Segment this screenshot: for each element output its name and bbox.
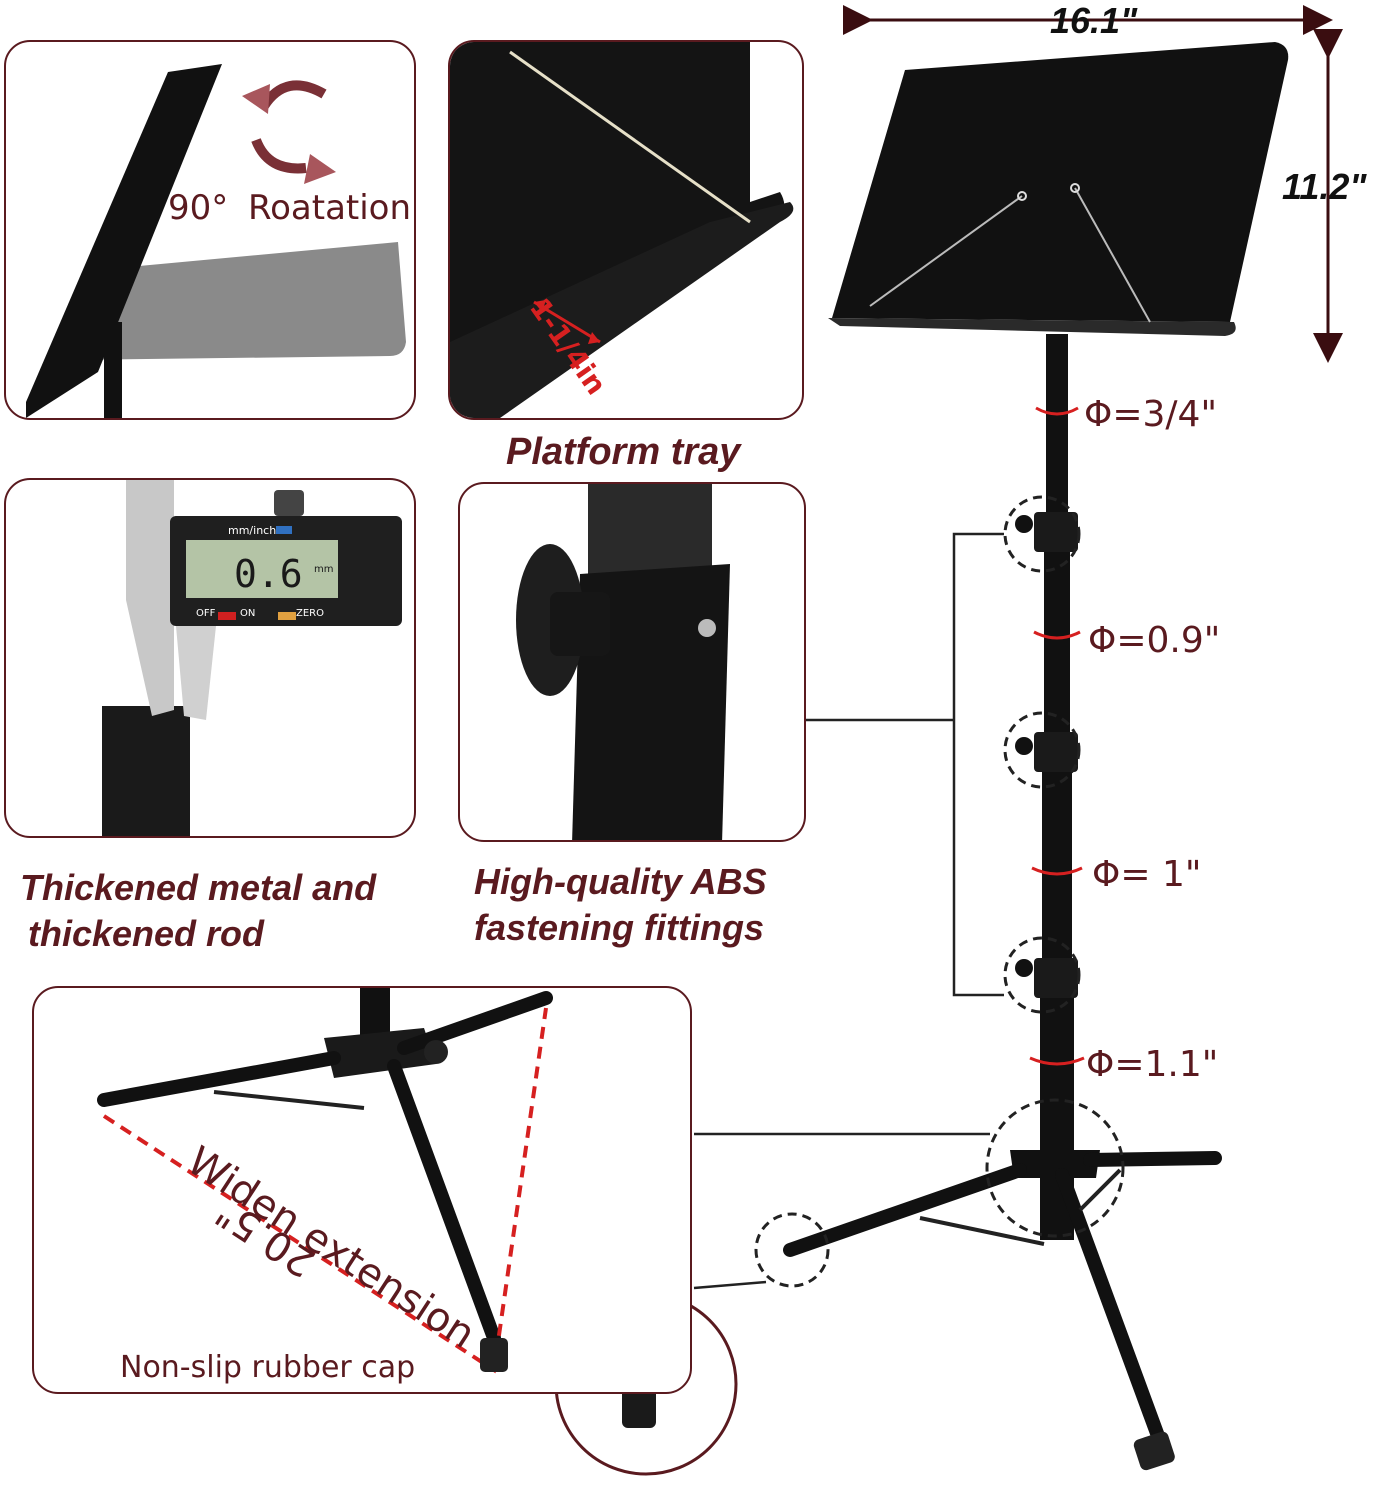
tray-illustration: [450, 42, 794, 418]
rotation-degrees: 90°: [168, 188, 229, 228]
diameter-label-4: Φ=1.1": [1086, 1044, 1219, 1085]
fitting-caption-line1: High-quality ABS: [474, 861, 767, 902]
height-dimension: 11.2": [1282, 166, 1367, 207]
caliper-reading-unit: mm: [314, 564, 334, 575]
caliper-off-label: OFF: [196, 608, 216, 619]
width-dimension: 16.1": [1050, 0, 1138, 41]
base-panel: Widen extension 20.5" Non-slip rubber ca…: [32, 986, 692, 1394]
rotation-illustration: [26, 64, 406, 418]
fitting-panel: [458, 482, 806, 842]
caliper-zero-label: ZERO: [296, 608, 324, 619]
caliper-on-label: ON: [240, 608, 256, 619]
rubber-cap-label: Non-slip rubber cap: [120, 1350, 416, 1385]
caliper-panel: mm/inch 0.6 mm OFF ON ZERO: [4, 478, 416, 838]
diameter-label-1: Φ=3/4": [1084, 394, 1217, 435]
base-illustration: [97, 988, 553, 1374]
tray-panel: 1-1/4in: [448, 40, 804, 420]
caliper-caption-line2: thickened rod: [28, 913, 265, 954]
fitting-illustration: [516, 484, 730, 840]
caliper-caption-line1: Thickened metal and: [20, 867, 377, 908]
fitting-caption-line2: fastening fittings: [474, 907, 764, 948]
rotation-panel: 90° Roatation: [4, 40, 416, 420]
caliper-reading: 0.6: [234, 552, 303, 596]
tray-caption: Platform tray: [506, 431, 741, 473]
diameter-label-3: Φ= 1": [1092, 854, 1202, 895]
caliper-unit-label: mm/inch: [228, 524, 277, 537]
rotation-text: Roatation: [248, 188, 412, 228]
caliper-illustration: [102, 480, 402, 836]
diameter-label-2: Φ=0.9": [1088, 620, 1221, 661]
